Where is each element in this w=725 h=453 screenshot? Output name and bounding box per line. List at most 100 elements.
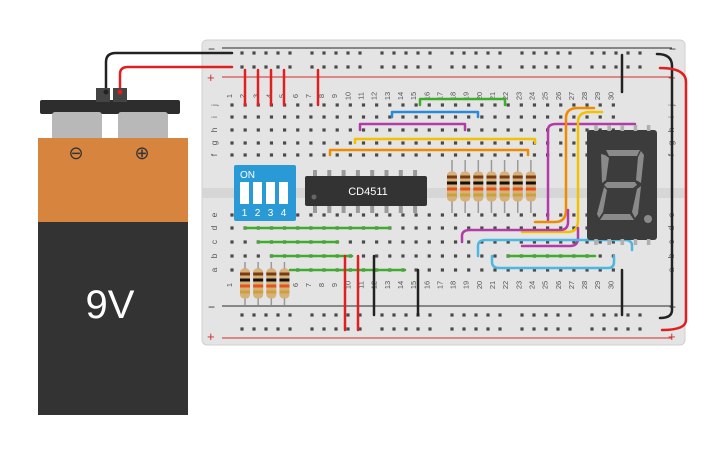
breadboard-hole: [532, 226, 537, 230]
breadboard-hole: [467, 268, 471, 272]
breadboard-hole: [414, 268, 418, 272]
column-number-bottom: 25: [541, 281, 550, 289]
breadboard-hole: [414, 103, 418, 107]
breadboard-hole: [414, 213, 418, 217]
breadboard-hole: [506, 103, 510, 107]
breadboard-hole: [375, 240, 379, 244]
rail-hole: [590, 65, 594, 69]
rail-hole: [556, 327, 560, 331]
breadboard-hole: [375, 153, 379, 157]
rail-hole: [638, 327, 642, 331]
resistor-band: [499, 181, 510, 185]
breadboard-hole: [506, 268, 510, 272]
center-channel: [202, 188, 685, 198]
battery-positive-wire: [118, 65, 234, 94]
column-number-top: 21: [488, 92, 497, 100]
rail-hole: [380, 313, 384, 317]
battery-copper-top: [38, 138, 188, 222]
breadboard-hole: [532, 213, 537, 217]
ic-pins: [313, 170, 418, 213]
column-number-top: 24: [527, 92, 536, 100]
breadboard-hole: [559, 153, 563, 157]
rail-hole: [590, 51, 594, 55]
dip-switch-toggle-2[interactable]: [253, 182, 262, 204]
breadboard-hole: [546, 103, 550, 107]
rail-hole: [626, 51, 630, 55]
right-red-rail-wire: [658, 66, 688, 332]
breadboard-hole: [296, 213, 300, 217]
column-number-top: 19: [462, 92, 471, 100]
rail-hole: [322, 313, 326, 317]
column-number-top: 15: [409, 92, 418, 100]
column-number-top: 13: [383, 92, 392, 100]
breadboard-hole: [532, 115, 537, 119]
column-number-top: 27: [567, 92, 576, 100]
breadboard-hole: [230, 141, 234, 145]
rail-hole: [288, 327, 292, 331]
breadboard-hole: [401, 240, 405, 244]
rail-hole: [392, 51, 396, 55]
resistor-band: [486, 175, 497, 179]
breadboard-hole: [467, 240, 471, 244]
rail-hole: [532, 313, 536, 317]
display-pins: [594, 125, 651, 245]
dip-switch[interactable]: ON 1 2 3 4: [234, 165, 296, 221]
rail-hole: [602, 65, 606, 69]
column-number-top: 12: [370, 92, 379, 100]
breadboard-hole: [532, 268, 537, 272]
rail-hole: [358, 313, 362, 317]
segment-c: [632, 186, 641, 218]
ic-pin: [370, 205, 375, 213]
resistor-band: [486, 181, 497, 185]
battery-terminal-plus: [118, 112, 168, 140]
breadboard-hole: [309, 115, 313, 119]
rail-hole: [520, 65, 524, 69]
rail-hole: [310, 327, 314, 331]
resistor: [525, 160, 536, 213]
breadboard-hole: [230, 240, 234, 244]
rail-hole: [614, 65, 618, 69]
rail-hole: [404, 313, 408, 317]
breadboard-hole: [519, 213, 523, 217]
rail-symbol-bottom-left-minus: −: [208, 300, 215, 314]
breadboard-hole: [388, 254, 392, 258]
breadboard-hole: [519, 153, 523, 157]
resistor-band: [486, 193, 497, 197]
row-letter: j: [209, 104, 219, 107]
breadboard-hole: [506, 213, 510, 217]
blue-wire-bottom: [476, 238, 634, 258]
rail-hole: [380, 327, 384, 331]
rail-hole: [638, 65, 642, 69]
breadboard-hole: [467, 115, 471, 119]
breadboard-hole: [335, 115, 339, 119]
breadboard-hole: [546, 115, 550, 119]
dip-switch-toggle-1[interactable]: [240, 182, 249, 204]
breadboard-hole: [493, 141, 497, 145]
breadboard-hole: [493, 115, 497, 119]
dip-switch-toggle-4[interactable]: [279, 182, 288, 204]
breadboard-hole: [506, 153, 510, 157]
dip-switch-on-label: ON: [240, 170, 255, 181]
breadboard-hole: [532, 153, 537, 157]
breadboard-hole: [335, 141, 339, 145]
breadboard-hole: [506, 226, 510, 230]
breadboard-hole: [427, 254, 431, 258]
resistor-band: [460, 175, 471, 179]
rail-hole: [486, 313, 490, 317]
rail-hole: [556, 65, 560, 69]
breadboard-hole: [256, 153, 260, 157]
ic-pin: [313, 170, 317, 178]
ic-notch: [311, 194, 317, 200]
resistor-band: [512, 175, 523, 179]
breadboard-hole: [322, 213, 326, 217]
rail-hole: [264, 313, 268, 317]
breadboard-hole: [296, 153, 300, 157]
column-number-top: 30: [606, 92, 615, 100]
resistor-band: [240, 284, 250, 288]
purple-wire-display-2: [520, 226, 580, 248]
rail-hole: [486, 65, 490, 69]
rail-hole: [450, 313, 454, 317]
dip-switch-toggle-3[interactable]: [266, 182, 275, 204]
breadboard-hole: [572, 240, 576, 244]
